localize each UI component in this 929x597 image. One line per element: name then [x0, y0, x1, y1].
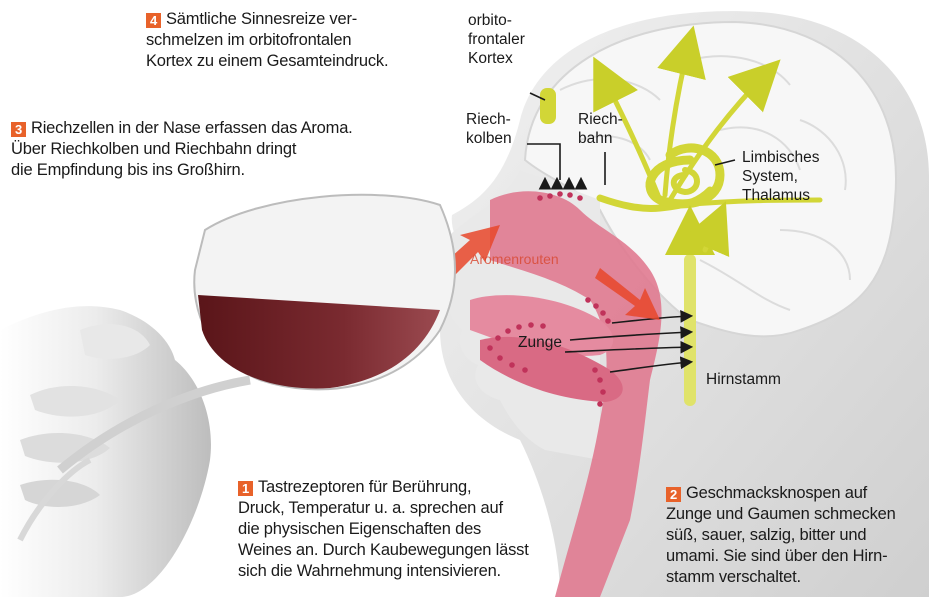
label-olfactory-bulb: Riech- kolben: [466, 110, 512, 148]
caption-line: Weines an. Durch Kaubewegungen lässt: [238, 540, 529, 561]
caption-line: sich die Wahrnehmung intensivieren.: [238, 561, 529, 582]
caption-step-2: 2 Geschmacksknospen auf Zunge und Gaumen …: [666, 483, 896, 588]
caption-line: umami. Sie sind über den Hirn-: [666, 546, 896, 567]
caption-line: die Empfindung bis ins Großhirn.: [11, 160, 353, 181]
step-number-badge: 2: [666, 487, 681, 502]
caption-line: Kortex zu einem Gesamteindruck.: [146, 51, 388, 72]
caption-line: schmelzen im orbitofrontalen: [146, 30, 388, 51]
label-limbic-system: Limbisches System, Thalamus: [742, 148, 820, 205]
step-number-badge: 1: [238, 481, 253, 496]
caption-line: die physischen Eigenschaften des: [238, 519, 529, 540]
step-number-badge: 4: [146, 13, 161, 28]
label-aroma-routes: Aromenrouten: [470, 250, 559, 269]
caption-line: Zunge und Gaumen schmecken: [666, 504, 896, 525]
caption-line: Tastrezeptoren für Berührung,: [258, 478, 471, 496]
caption-line: Über Riechkolben und Riechbahn dringt: [11, 139, 353, 160]
caption-line: stamm verschaltet.: [666, 567, 896, 588]
caption-line: Geschmacksknospen auf: [686, 484, 867, 502]
caption-line: Riechzellen in der Nase erfassen das Aro…: [31, 119, 353, 137]
label-olfactory-tract: Riech- bahn: [578, 110, 623, 148]
label-tongue: Zunge: [518, 333, 562, 352]
step-number-badge: 3: [11, 122, 26, 137]
caption-line: süß, sauer, salzig, bitter und: [666, 525, 896, 546]
caption-line: Sämtliche Sinnesreize ver-: [166, 10, 357, 28]
hand: [0, 306, 211, 597]
caption-step-3: 3 Riechzellen in der Nase erfassen das Ar…: [11, 118, 353, 181]
label-brainstem: Hirnstamm: [706, 370, 781, 389]
caption-step-1: 1 Tastrezeptoren für Berührung, Druck, Te…: [238, 477, 529, 582]
caption-step-4: 4 Sämtliche Sinnesreize ver- schmelzen im…: [146, 9, 388, 72]
orbitofrontal-cortex-spot: [540, 88, 556, 124]
caption-line: Druck, Temperatur u. a. sprechen auf: [238, 498, 529, 519]
label-orbitofrontal-cortex: orbito- frontaler Kortex: [468, 11, 525, 68]
